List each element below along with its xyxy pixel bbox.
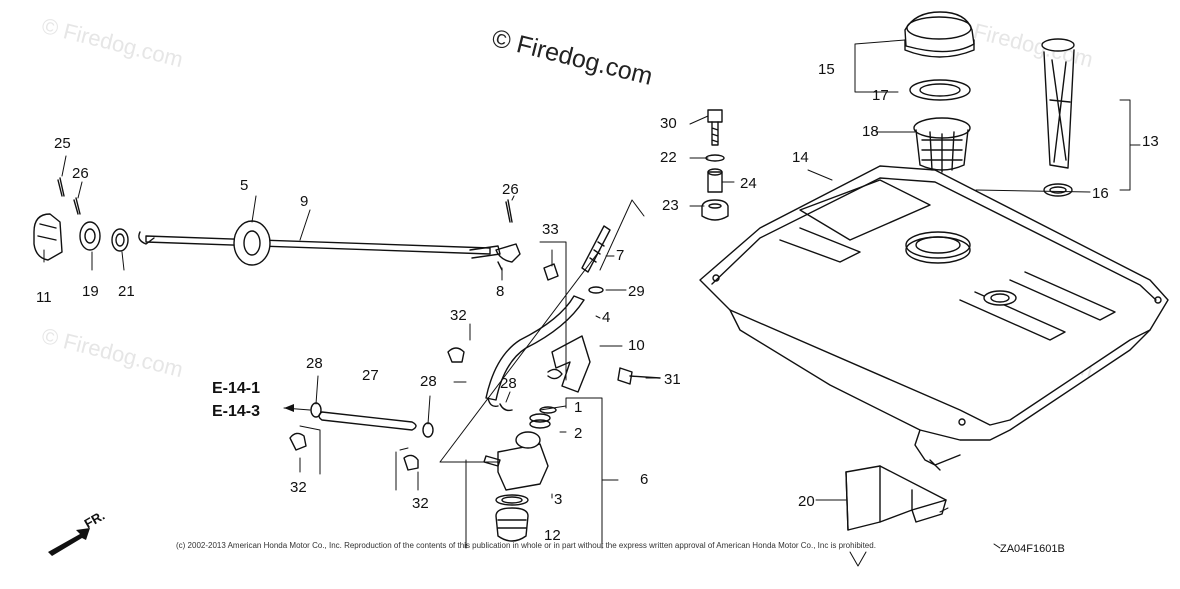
callout-11: 11 (36, 289, 52, 306)
callout-20: 20 (798, 493, 815, 510)
copyright-notice: (c) 2002-2013 American Honda Motor Co., … (176, 541, 876, 550)
callout-13: 13 (1142, 133, 1159, 150)
mount-hardware-drawing (701, 109, 729, 221)
foam-pad-drawing (845, 465, 947, 531)
callout-3: 3 (554, 491, 563, 508)
reference-e-14-1[interactable]: E-14-1 (212, 380, 261, 397)
callout-18: 18 (862, 123, 879, 140)
fuel-lever-drawing (33, 177, 129, 261)
fuel-cap-drawing (904, 11, 975, 58)
callout-9: 9 (300, 193, 309, 210)
valve-rod-drawing (138, 199, 521, 271)
callout-28: 28 (306, 355, 323, 372)
callout-12: 12 (544, 527, 561, 544)
callout-17: 17 (872, 87, 889, 104)
callout-26: 26 (502, 181, 519, 198)
callout-27: 27 (362, 367, 379, 384)
callout-22: 22 (660, 149, 677, 166)
callout-32: 32 (412, 495, 429, 512)
fuel-gauge-drawing (1041, 38, 1075, 197)
callout-6: 6 (640, 471, 649, 488)
strainer-drawing (913, 117, 971, 173)
callout-33: 33 (542, 221, 559, 238)
callout-30: 30 (660, 115, 677, 132)
bracket-drawing (547, 335, 661, 393)
reference-arrow-icon (284, 404, 294, 412)
fuel-valve-drawing (483, 406, 557, 542)
callout-32: 32 (450, 307, 467, 324)
callout-15: 15 (818, 61, 835, 78)
callout-19: 19 (82, 283, 99, 300)
callout-5: 5 (240, 177, 249, 194)
callout-2: 2 (574, 425, 583, 442)
callout-23: 23 (662, 197, 679, 214)
callout-8: 8 (496, 283, 505, 300)
callout-28: 28 (420, 373, 437, 390)
callout-31: 31 (664, 371, 681, 388)
callout-4: 4 (602, 309, 611, 326)
front-arrow-icon (48, 528, 90, 556)
callout-10: 10 (628, 337, 645, 354)
callout-7: 7 (616, 247, 625, 264)
callout-25: 25 (54, 135, 71, 152)
callout-16: 16 (1092, 185, 1109, 202)
fuel-tank-drawing (699, 165, 1169, 471)
callout-1: 1 (574, 399, 583, 416)
callout-24: 24 (740, 175, 757, 192)
leader-lines (43, 39, 1141, 567)
callout-21: 21 (118, 283, 135, 300)
reference-e-14-3[interactable]: E-14-3 (212, 403, 261, 420)
callout-14: 14 (792, 149, 809, 166)
callout-29: 29 (628, 283, 645, 300)
callout-26: 26 (72, 165, 89, 182)
diagram-code: ZA04F1601B (1000, 543, 1065, 555)
callout-28: 28 (500, 375, 517, 392)
callout-32: 32 (290, 479, 307, 496)
